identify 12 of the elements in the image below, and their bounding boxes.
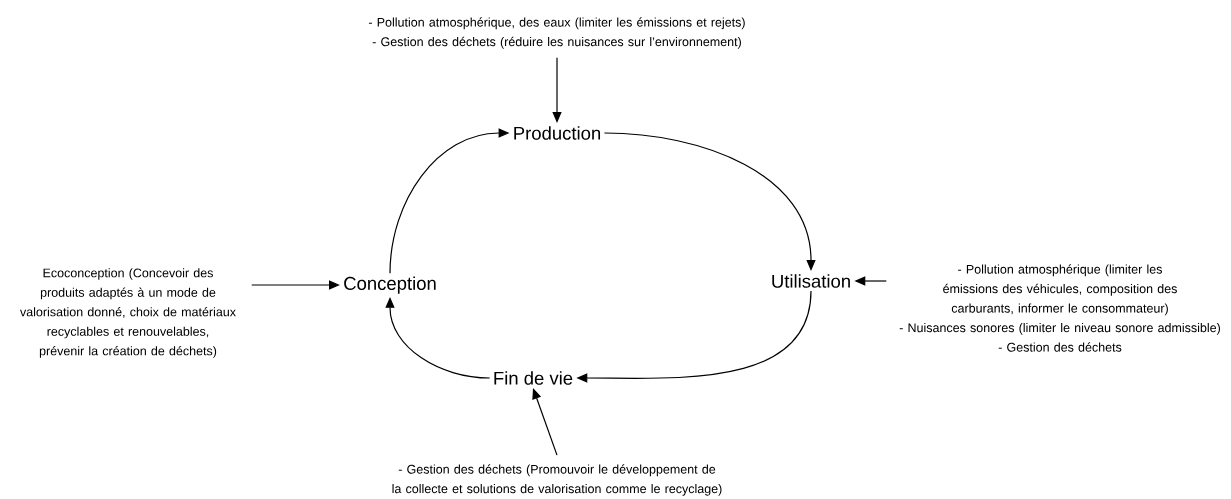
annotation-text: Ecoconception (Concevoir des produits adaptés à un mode de valorisation donné, choix de matériaux recyclables et renouvelables, prévenir la création de déchets) [20, 268, 236, 358]
annotation-text: - Gestion des déchets (Promouvoir le développement de la collecte et solutions de valorisation comme le recyclage) [392, 464, 722, 496]
annotation-text: - Pollution atmosphérique, des eaux (limiter les émissions et rejets) - Gestion des déchets (réduire les nuisances sur l’environnement) [368, 17, 745, 49]
stage-label: Fin de vie [494, 371, 573, 385]
annotation-text: - Pollution atmosphérique (limiter les émissions des véhicules, composition des carburants, informer le consommateur) - Nuisances sonores (limiter le niveau sonore admissible) - Gestion des déchets [899, 264, 1220, 352]
arrow [251, 280, 340, 290]
arrow [603, 132, 816, 271]
stage-label: Conception [344, 276, 436, 294]
stage-label: Production [514, 126, 601, 140]
stage-label: Utilisation [772, 274, 850, 288]
arrow [552, 57, 562, 123]
arrow [532, 388, 558, 456]
